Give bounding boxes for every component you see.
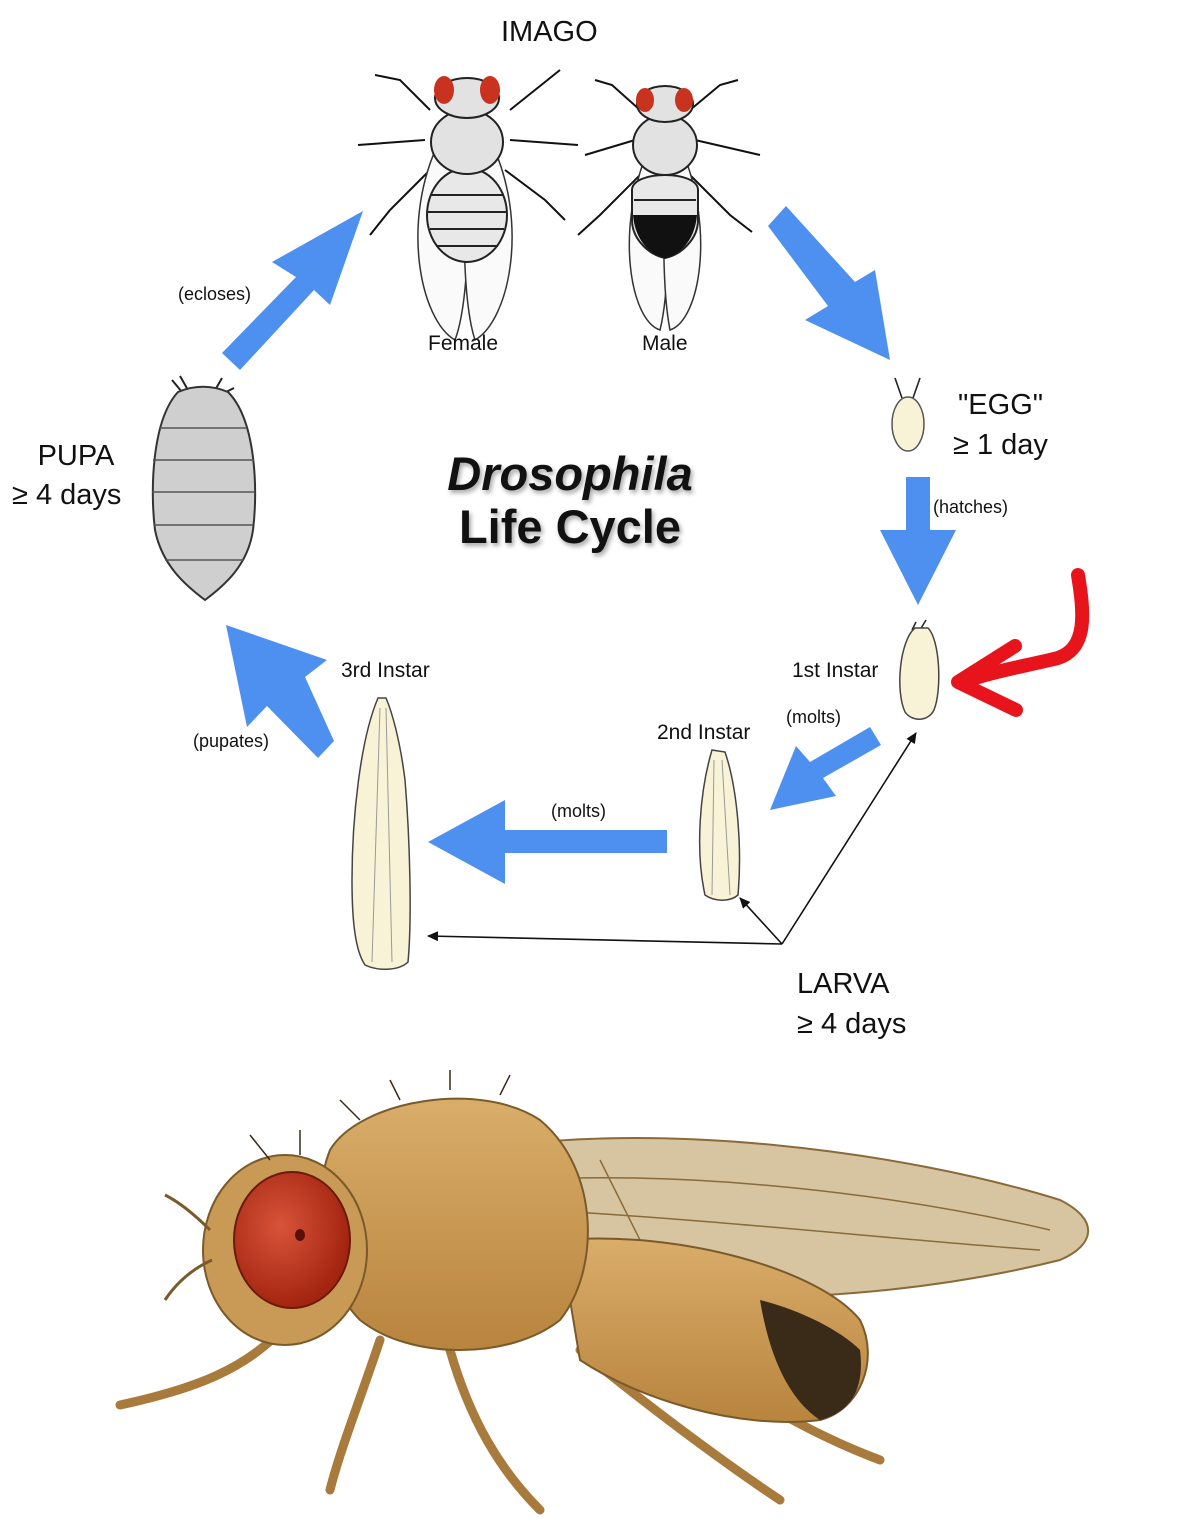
adult-fly-side-view bbox=[115, 1070, 1090, 1515]
female-label: Female bbox=[428, 332, 499, 355]
arrow-3rd-instar-to-pupa bbox=[226, 625, 334, 758]
pupa-label: PUPA bbox=[37, 440, 115, 472]
pupates-label: (pupates) bbox=[193, 731, 270, 751]
third-instar-larva bbox=[351, 697, 411, 970]
highlight-arrow bbox=[951, 568, 1090, 717]
female-fly-illustration bbox=[357, 69, 579, 342]
first-instar-larva bbox=[899, 619, 940, 720]
egg-label: "EGG" bbox=[958, 389, 1044, 421]
molts-label-2: (molts) bbox=[551, 801, 606, 821]
arrow-2nd-to-3rd-instar bbox=[428, 800, 667, 884]
pupa-duration: ≥ 4 days bbox=[12, 479, 122, 511]
title-line-2: Life Cycle bbox=[458, 499, 682, 553]
arrow-imago-to-egg bbox=[768, 206, 890, 360]
pupa-illustration bbox=[151, 375, 257, 602]
larva-duration: ≥ 4 days bbox=[797, 1008, 907, 1040]
imago-label: IMAGO bbox=[501, 16, 598, 48]
third-instar-label: 3rd Instar bbox=[341, 659, 430, 682]
molts-label-1: (molts) bbox=[786, 707, 841, 727]
second-instar-label: 2nd Instar bbox=[657, 721, 751, 744]
male-fly-illustration bbox=[577, 79, 761, 331]
arrow-pupa-to-imago bbox=[222, 211, 363, 370]
second-instar-larva bbox=[698, 749, 741, 901]
arrow-1st-to-2nd-instar bbox=[770, 727, 881, 810]
first-instar-label: 1st Instar bbox=[792, 659, 879, 682]
larva-pointer-lines bbox=[427, 732, 917, 945]
egg-duration: ≥ 1 day bbox=[953, 429, 1048, 461]
male-label: Male bbox=[642, 332, 688, 355]
diagram-title: Drosophila Life Cycle bbox=[400, 447, 740, 553]
hatches-label: (hatches) bbox=[933, 497, 1009, 517]
arrow-egg-to-1st-instar bbox=[880, 477, 956, 605]
title-line-1: Drosophila bbox=[400, 447, 740, 501]
title-species: Drosophila bbox=[447, 447, 693, 500]
larva-label: LARVA bbox=[797, 968, 890, 1000]
egg-illustration bbox=[891, 377, 925, 452]
ecloses-label: (ecloses) bbox=[178, 284, 252, 304]
